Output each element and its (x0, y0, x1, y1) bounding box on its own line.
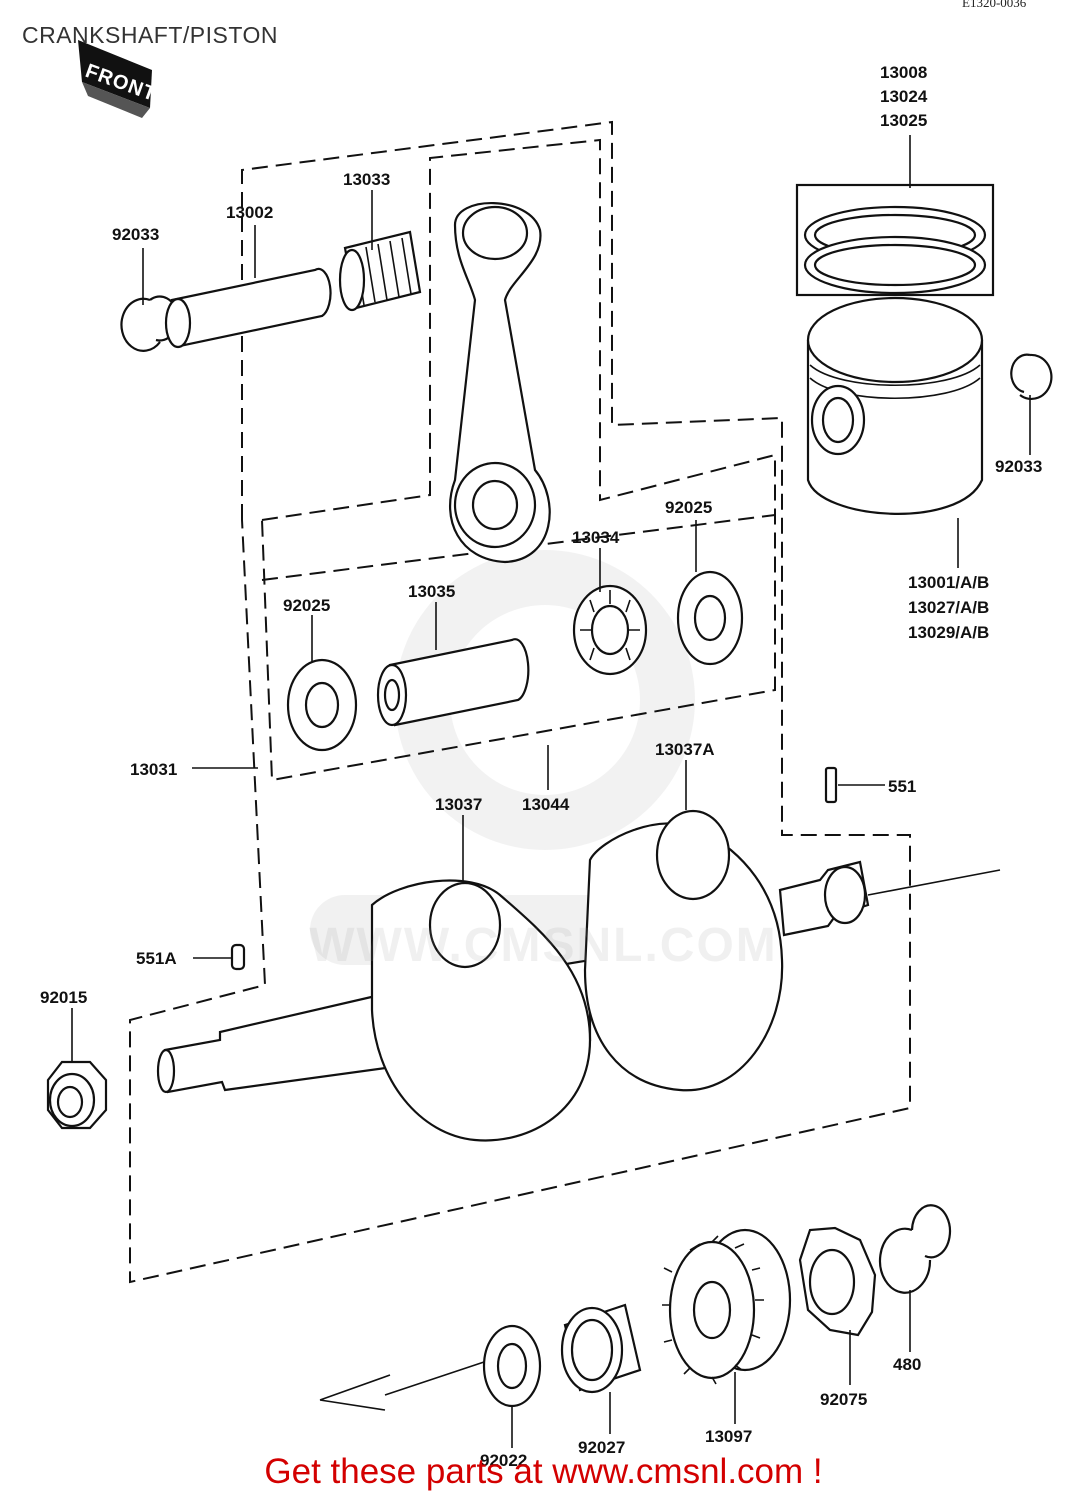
part-label-92025-left: 92025 (283, 596, 330, 615)
small-end-needle-bearing (338, 230, 422, 312)
part-label-480: 480 (893, 1355, 921, 1374)
part-label-13001: 13001/A/B (908, 573, 989, 592)
crank-pin (376, 638, 530, 727)
part-label-92033-left: 92033 (112, 225, 159, 244)
part-label-13029: 13029/A/B (908, 623, 989, 642)
connecting-rod (449, 202, 551, 564)
connecting-rod-boundary (260, 138, 776, 782)
part-label-13002: 13002 (226, 203, 273, 222)
crankshaft-nut (46, 1060, 108, 1130)
part-label-13035: 13035 (408, 582, 455, 601)
circlip-480 (878, 1204, 952, 1294)
part-label-13033: 13033 (343, 170, 390, 189)
crankshaft-assembly-boundary (129, 120, 911, 1284)
collar-92027 (560, 1303, 642, 1394)
promo-link[interactable]: Get these parts at www.cmsnl.com ! (264, 1452, 823, 1491)
piston-pin (164, 267, 332, 349)
part-label-13027: 13027/A/B (908, 598, 989, 617)
part-label-13031: 13031 (130, 760, 177, 779)
part-label-13034: 13034 (572, 528, 620, 547)
woodruff-key-551 (824, 766, 838, 804)
part-number-labels: 92033 13002 13033 13008 13024 13025 9203… (40, 63, 1042, 1470)
part-label-92075: 92075 (820, 1390, 867, 1409)
part-label-13037: 13037 (435, 795, 482, 814)
part-label-13037a: 13037A (655, 740, 715, 759)
part-label-13044: 13044 (522, 795, 570, 814)
page-title: CRANKSHAFT/PISTON (22, 22, 278, 48)
diagram-code: E1320-0036 (962, 0, 1027, 10)
kick-ratchet (798, 1226, 877, 1337)
part-label-92015: 92015 (40, 988, 87, 1007)
front-arrow-icon (78, 40, 152, 118)
part-label-92027: 92027 (578, 1438, 625, 1457)
part-label-551a: 551A (136, 949, 177, 968)
primary-drive-gear (662, 1228, 792, 1385)
part-label-13024: 13024 (880, 87, 928, 106)
shaft-centerline (319, 1359, 491, 1411)
part-label-92033-right: 92033 (995, 457, 1042, 476)
circlip-right (1010, 353, 1053, 400)
piston-rings (795, 183, 995, 297)
part-label-13025: 13025 (880, 111, 927, 130)
washer-92022 (482, 1324, 542, 1408)
leader-lines (71, 135, 1031, 1448)
part-label-13008: 13008 (880, 63, 927, 82)
crankshaft (156, 809, 1001, 1142)
woodruff-key-551a (230, 943, 246, 971)
bearing-group-boundary (261, 514, 776, 581)
thrust-washer-left (286, 658, 358, 752)
watermark-text: WWW.CMSNL.COM (309, 919, 778, 972)
big-end-needle-bearing (572, 584, 648, 676)
thrust-washer-right (676, 570, 744, 666)
part-label-13097: 13097 (705, 1427, 752, 1446)
part-label-92022: 92022 (480, 1451, 527, 1470)
part-label-92025-right: 92025 (665, 498, 712, 517)
piston (806, 296, 984, 515)
part-label-551: 551 (888, 777, 916, 796)
